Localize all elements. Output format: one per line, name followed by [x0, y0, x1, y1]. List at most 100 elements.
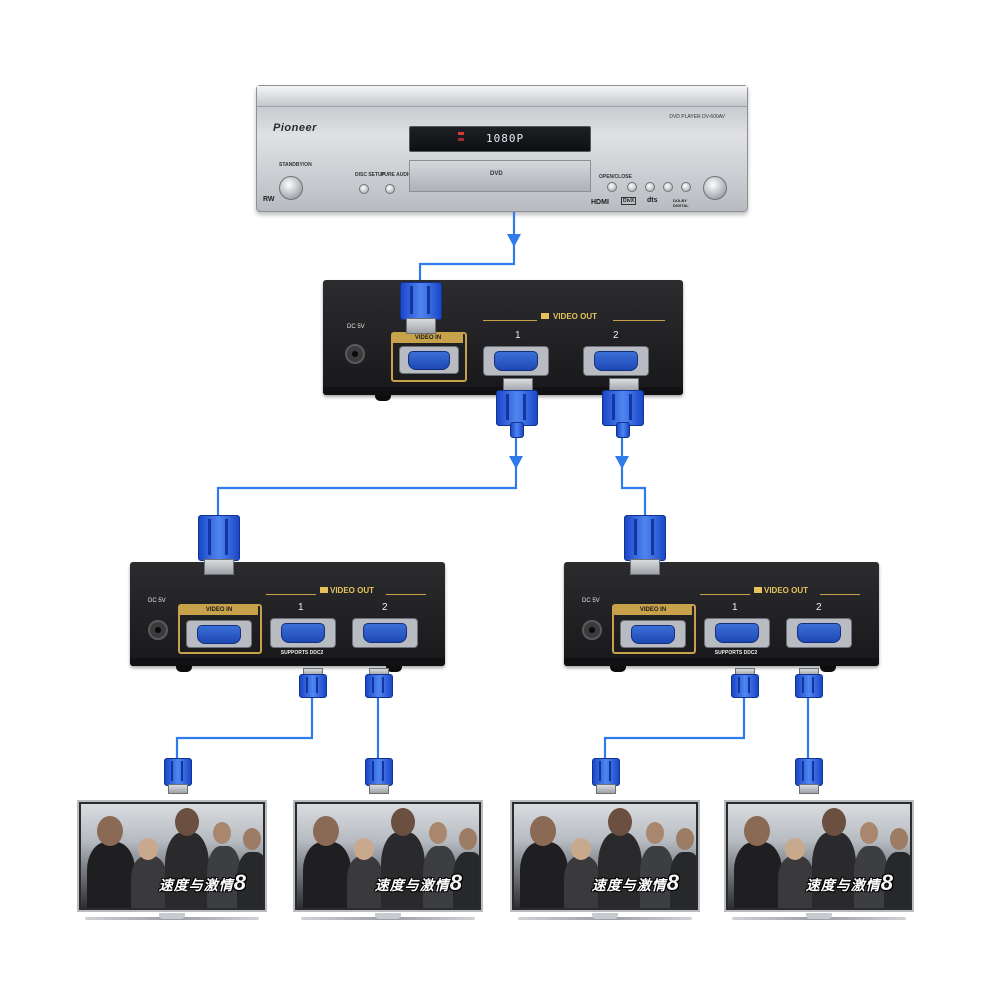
divider	[700, 594, 750, 595]
vga-plug-icon	[794, 668, 824, 702]
divider	[266, 594, 316, 595]
monitor-icon	[320, 587, 328, 593]
divider	[483, 320, 537, 321]
dvd-player: Pioneer DVD PLAYER DV-600AV STANDBY/ON R…	[256, 85, 748, 212]
dvd-model-label: DVD PLAYER DV-600AV	[669, 114, 725, 120]
port-number: 2	[816, 602, 822, 613]
monitor-3: 速度与激情8	[510, 800, 700, 932]
play-knob-icon	[703, 176, 727, 200]
dolby-logo: DOLBY DIGITAL	[673, 198, 689, 208]
vga-plug-icon	[794, 758, 824, 794]
monitor-bezel: 速度与激情8	[77, 800, 267, 912]
supports-ddc2-label: SUPPORTS DDC2	[280, 650, 324, 656]
vga-plug-icon	[163, 758, 193, 794]
port-number: 1	[298, 602, 304, 613]
video-out-label: VIDEO OUT	[330, 586, 375, 595]
open-close-button-icon	[607, 182, 617, 192]
splitter-main: DC 5V VIDEO IN VIDEO OUT 1 2	[323, 280, 683, 401]
disc-setup-button-icon	[359, 184, 369, 194]
pure-audio-button-icon	[385, 184, 395, 194]
power-knob-icon	[279, 176, 303, 200]
video-in-label: VIDEO IN	[614, 606, 692, 615]
monitor-bezel: 速度与激情8	[724, 800, 914, 912]
monitor-stand	[301, 913, 475, 925]
vga-plug-icon	[600, 378, 646, 438]
dc-power-label: DC 5V	[347, 324, 365, 330]
splitter-right: DC 5V VIDEO IN VIDEO OUT 1 2 SUPPORTS DD…	[564, 562, 879, 672]
vga-plug-icon	[364, 668, 394, 702]
monitor-screen: 速度与激情8	[297, 804, 479, 908]
vga-plug-icon	[494, 378, 540, 438]
vga-port-out-2[interactable]	[583, 346, 649, 376]
vga-port-out-1[interactable]	[704, 618, 770, 648]
movie-title: 速度与激情8	[805, 870, 894, 895]
vga-port-out-1[interactable]	[483, 346, 549, 376]
dvd-brand-logo: Pioneer	[273, 122, 317, 134]
dc-power-jack	[148, 620, 168, 640]
hdmi-logo: HDMI	[591, 199, 609, 206]
vga-port-in[interactable]	[620, 620, 686, 648]
monitor-screen: 速度与激情8	[728, 804, 910, 908]
vga-plug-icon	[398, 282, 444, 334]
divider	[386, 594, 426, 595]
vga-port-out-2[interactable]	[352, 618, 418, 648]
cable-main-out1-to-left	[216, 438, 518, 520]
supports-ddc2-label: SUPPORTS DDC2	[714, 650, 758, 656]
display-led-icon	[458, 138, 464, 141]
dvd-display-panel: 1080P	[409, 126, 591, 152]
port-number: 2	[382, 602, 388, 613]
splitter-base	[130, 658, 445, 666]
splitter-base	[564, 658, 879, 666]
vga-plug-icon	[196, 515, 242, 575]
movie-title: 速度与激情8	[158, 870, 247, 895]
dts-logo: dts	[647, 197, 658, 204]
vga-plug-icon	[298, 668, 328, 702]
pause-button-icon	[663, 182, 673, 192]
movie-title: 速度与激情8	[591, 870, 680, 895]
monitor-icon	[754, 587, 762, 593]
port-number: 1	[515, 330, 521, 341]
arrow-down-icon	[507, 234, 521, 247]
vga-plug-icon	[364, 758, 394, 794]
dvd-tray-logo: DVD	[490, 171, 503, 177]
rw-logo: RW	[263, 196, 275, 203]
vga-plug-icon	[622, 515, 668, 575]
monitor-stand	[85, 913, 259, 925]
disc-tray: DVD	[409, 160, 591, 192]
splitter-foot	[176, 666, 192, 672]
vga-port-out-2[interactable]	[786, 618, 852, 648]
disc-setup-label: DISC SETUP	[355, 172, 386, 178]
skip-back-button-icon	[627, 182, 637, 192]
cable-right-out1-to-monitor3	[603, 698, 746, 762]
flow-arrows	[507, 234, 629, 469]
dc-power-jack	[582, 620, 602, 640]
dc-power-label: DC 5V	[582, 598, 600, 604]
divx-logo: DivX	[621, 197, 637, 205]
port-number: 1	[732, 602, 738, 613]
movie-title: 速度与激情8	[374, 870, 463, 895]
vga-port-in[interactable]	[399, 346, 459, 374]
cable-dvd-to-main	[418, 212, 516, 285]
monitor-screen: 速度与激情8	[81, 804, 263, 908]
splitter-left: DC 5V VIDEO IN VIDEO OUT 1 2 SUPPORTS DD…	[130, 562, 445, 672]
splitter-foot	[610, 666, 626, 672]
arrow-down-icon	[509, 456, 523, 469]
stop-button-icon	[681, 182, 691, 192]
vga-port-out-1[interactable]	[270, 618, 336, 648]
cable-main-out2-to-right	[620, 438, 647, 520]
splitter-foot	[820, 666, 836, 672]
monitor-screen: 速度与激情8	[514, 804, 696, 908]
skip-forward-button-icon	[645, 182, 655, 192]
vga-port-in[interactable]	[186, 620, 252, 648]
splitter-foot	[386, 666, 402, 672]
monitor-4: 速度与激情8	[724, 800, 914, 932]
monitor-2: 速度与激情8	[293, 800, 483, 932]
display-led-icon	[458, 132, 464, 135]
standby-label: STANDBY/ON	[279, 162, 312, 168]
video-out-label: VIDEO OUT	[764, 586, 809, 595]
monitor-stand	[518, 913, 692, 925]
dc-power-label: DC 5V	[148, 598, 166, 604]
pure-audio-label: PURE AUDIO	[381, 172, 413, 178]
monitor-stand	[732, 913, 906, 925]
